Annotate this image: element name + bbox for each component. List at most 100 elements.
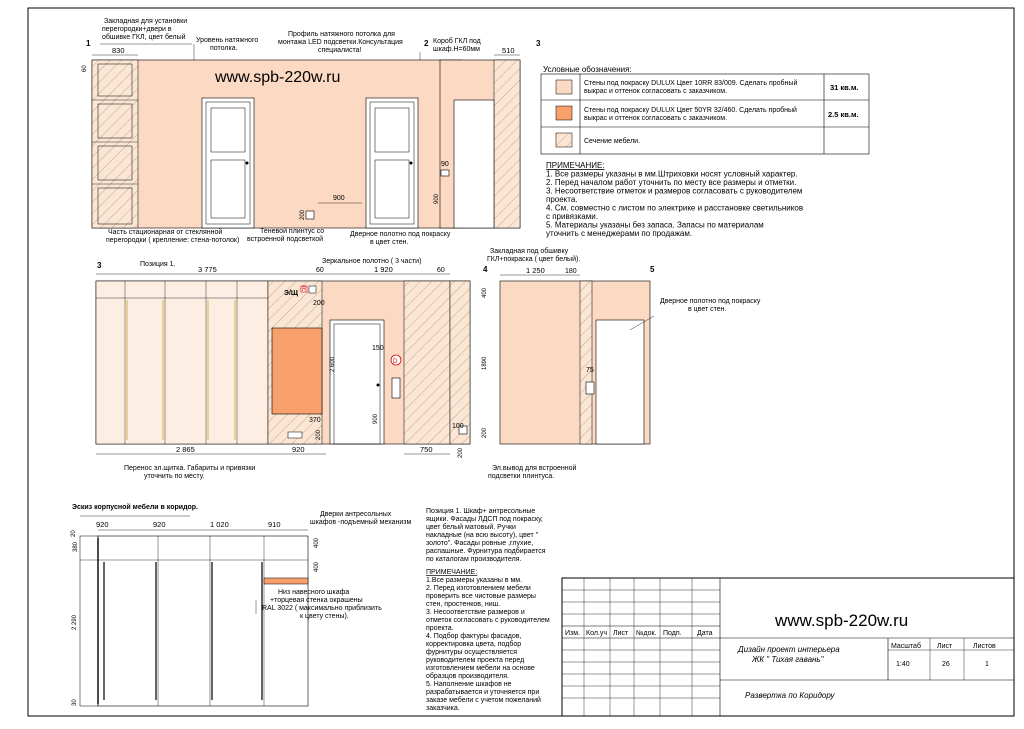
- label-electric-panel: Э/Щ: [284, 290, 299, 297]
- col-doc: №док.: [636, 630, 657, 637]
- watermark-top: www.spb-220w.ru: [214, 69, 340, 86]
- note-embed-e4: Закладная под обшивку ГКЛ+покраска ( цве…: [487, 247, 580, 263]
- furniture-sketch: Эскиз корпусной мебели в коридор. 920 92…: [71, 503, 412, 707]
- dim-510: 510: [502, 46, 515, 55]
- dim-900-e1: 900: [333, 195, 345, 202]
- marker-5: 5: [650, 265, 655, 274]
- note-profile: Профиль натяжного потолка для монтажа LE…: [278, 31, 405, 54]
- position-description: Позиция 1. Шкаф+ антресольные ящики. Фас…: [426, 508, 547, 563]
- dim-60b: 60: [437, 267, 445, 274]
- title-block: Изм. Кол.уч Лист №док. Подп. Дата www.sp…: [561, 577, 1015, 717]
- dim-1920: 1 920: [374, 265, 393, 274]
- dim-75: 75: [586, 367, 594, 374]
- elevation-1: 1 830 60 900 200: [82, 18, 463, 246]
- dim-830: 830: [112, 46, 125, 55]
- note-ceiling-level: Уровень натяжного потолка.: [196, 37, 260, 52]
- legend-row-2-area: 2.5 кв.м.: [828, 110, 859, 119]
- note-closet: Закладная для установки перегородки+двер…: [102, 18, 189, 41]
- marker-4: 4: [483, 265, 488, 274]
- note-panel-move: Перенос эл.щитка. Габариты и привязки ут…: [124, 464, 257, 480]
- legend-row-1-area: 31 кв.м.: [830, 83, 859, 92]
- legend-row-3-text: Сечение мебели.: [584, 137, 640, 145]
- door-elevation-1a: [201, 97, 255, 229]
- dim-180: 180: [565, 268, 577, 275]
- dim-sketch-380: 380: [73, 541, 79, 552]
- sheets-value: 1: [985, 661, 989, 668]
- note-door-e1: Дверное полотно под покраску в цвет стен…: [350, 231, 452, 246]
- legend-row-1-text: Стены под покраску DULUX Цвет 10RR 83/00…: [584, 79, 799, 95]
- dim-200c: 200: [482, 427, 488, 438]
- box-section: [493, 59, 521, 229]
- lighting-outlet-icon: [458, 425, 468, 435]
- col-sign: Подп.: [663, 630, 682, 637]
- dim-90: 90: [441, 161, 449, 168]
- dim-sketch-400a: 400: [314, 537, 320, 548]
- note-shadow-baseboard: Теневой плинтус со встроенной подсветкой: [247, 227, 326, 243]
- outlet-r-icon: [300, 285, 308, 293]
- dim-900-e2: 900: [434, 193, 440, 204]
- legend: Условные обозначения: Стены под покраску…: [540, 65, 870, 155]
- hanging-cabinet-bottom: [263, 577, 309, 585]
- niche-dark-paint: [271, 327, 323, 415]
- door-elevation-2: [453, 99, 495, 229]
- wardrobe: [95, 280, 269, 445]
- dim-3775: 3 775: [198, 265, 217, 274]
- elevation-2: 2 3 510 90 900 Короб ГКЛ под шкаф.Н=60мм: [424, 37, 541, 229]
- dim-sketch-910: 910: [268, 520, 281, 529]
- dim-60: 60: [82, 65, 88, 72]
- dim-100: 100: [452, 423, 464, 430]
- col-date: Дата: [697, 630, 713, 637]
- scale-label: Масштаб: [891, 642, 921, 650]
- marker-2: 2: [424, 39, 429, 48]
- col-change: Изм.: [565, 630, 580, 637]
- col-count: Кол.уч: [586, 630, 607, 637]
- dim-sketch-2290: 2 290: [72, 614, 78, 630]
- sheet-value: 26: [942, 661, 950, 668]
- door-elevation-1b: [365, 97, 419, 229]
- col-sheet: Лист: [613, 630, 629, 637]
- marker-3b: 3: [97, 261, 102, 270]
- dim-200b: 200: [316, 429, 322, 440]
- sheets-label: Листов: [973, 643, 996, 650]
- dim-1250: 1 250: [526, 266, 545, 275]
- dim-920-e3: 920: [292, 445, 305, 454]
- dim-370: 370: [309, 417, 321, 424]
- mirror-label: Зеркальное полотно ( 3 части): [322, 258, 421, 265]
- dim-2865: 2 865: [176, 445, 195, 454]
- note-lighting-output: Эл.вывод для встроенной подсветки плинту…: [488, 464, 578, 480]
- sheet-frame: [27, 7, 1015, 717]
- notes1: ПРИМЕЧАНИЕ: 1. Все размеры указаны в мм.…: [546, 161, 805, 238]
- dim-2600: 2 600: [330, 356, 336, 372]
- switch-icon: [440, 169, 450, 177]
- switch-icon-e4: [585, 381, 595, 395]
- socket-pair-icon: [287, 431, 303, 439]
- dim-900-e3: 900: [373, 413, 379, 424]
- dim-sketch-1020: 1 020: [210, 520, 229, 529]
- notes2: ПРИМЕЧАНИЕ: 1.Все размеры указаны в мм. …: [426, 569, 552, 712]
- dim-150: 150: [372, 345, 384, 352]
- drawing-title: Развертка по Коридору: [745, 691, 836, 700]
- dim-400: 400: [482, 287, 488, 298]
- watermark-title-block: www.spb-220w.ru: [774, 611, 908, 630]
- note-partition: Часть стационарная от стеклянной перегор…: [106, 228, 239, 244]
- dim-sketch-920a: 920: [96, 520, 109, 529]
- legend-row-2-text: Стены под покраску DULUX Цвет 50YR 32/46…: [584, 106, 799, 122]
- socket-icon: [305, 210, 315, 220]
- switch-block-icon: [391, 377, 401, 399]
- dim-750: 750: [420, 445, 433, 454]
- door-elevation-3: [329, 319, 385, 445]
- note-hanging-cabinet: Низ навесного шкафа +торцевая стенка окр…: [262, 589, 384, 620]
- dim-200-e1: 200: [300, 209, 306, 220]
- dim-sketch-20: 20: [71, 530, 77, 537]
- label-d: D: [393, 359, 398, 365]
- dim-1890: 1890: [482, 356, 488, 370]
- sheet-label: Лист: [937, 643, 953, 650]
- label-r: R: [302, 287, 307, 293]
- elevation-4: 4 5 1 250 180 75 Закладная под обшивку Г…: [483, 247, 761, 445]
- light-d-icon: [390, 354, 402, 366]
- legend-title: Условные обозначения:: [543, 65, 632, 74]
- mirror-panel: [403, 280, 451, 445]
- door-elevation-4: [595, 319, 645, 445]
